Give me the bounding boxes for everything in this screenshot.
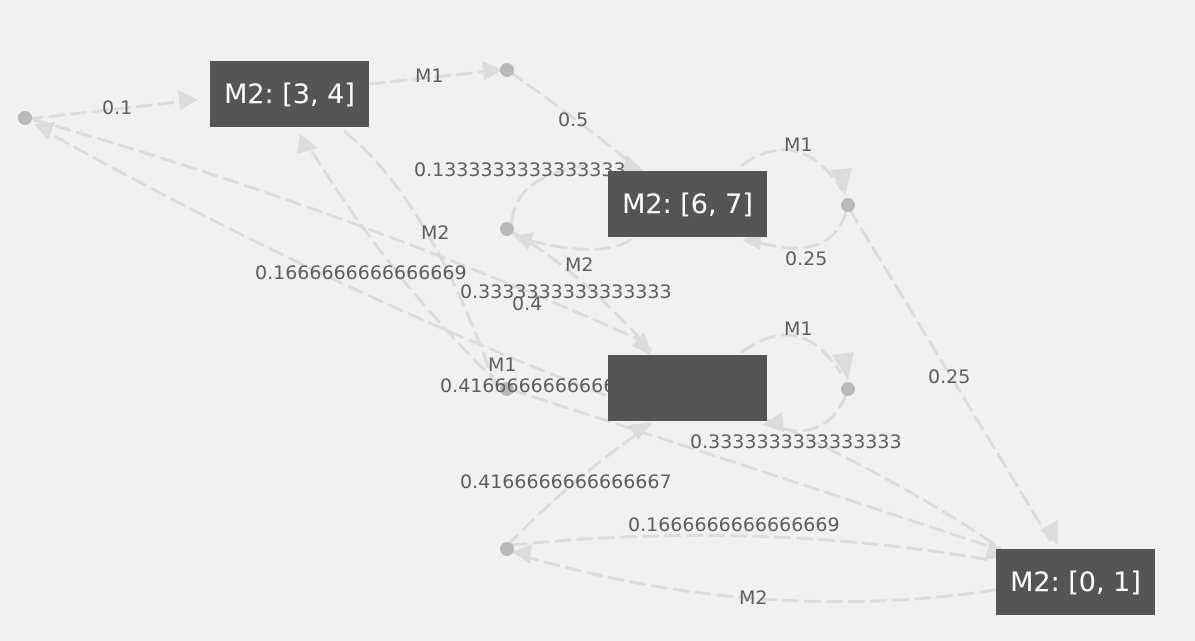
arrowhead — [762, 412, 784, 432]
edge-d-to-m2-0-1 — [510, 388, 1002, 552]
edge-m2-6-7-to-b — [740, 148, 844, 192]
arrowhead — [622, 155, 645, 172]
edge-a-to-m2-6-7 — [508, 70, 642, 172]
arrowhead — [34, 122, 55, 140]
arrowhead — [830, 168, 852, 195]
edge-label: 0.1333333333333333 — [414, 159, 626, 181]
edge-unlabeled-to-e — [740, 333, 842, 374]
arrowhead — [628, 422, 652, 440]
edge-label: M1 — [415, 65, 443, 87]
edge-label: 0.4166666666666667 — [440, 375, 652, 397]
edge-label: M2 — [565, 254, 593, 276]
edge-label: 0.3333333333333333 — [690, 431, 902, 453]
chance-dot-c[interactable] — [500, 222, 514, 236]
edge-b-to-m2-6-7 — [748, 210, 848, 250]
edge-label: M1 — [488, 354, 516, 376]
edge-unlabeled-to-m2-0-1 — [766, 418, 1002, 550]
chance-dot-b[interactable] — [841, 198, 855, 212]
edge-m2-3-4-to-d — [343, 130, 497, 387]
edge-f-to-unlabeled — [506, 423, 652, 547]
start-dot[interactable] — [18, 111, 32, 125]
edge-d-to-m2-3-4 — [303, 138, 502, 387]
edge-label: M2 — [421, 222, 449, 244]
state-node-m2-6-7[interactable]: M2: [6, 7] — [608, 171, 767, 237]
edge-label: 0.1666666666666669 — [628, 514, 840, 536]
edge-label: M1 — [784, 318, 812, 340]
edge-label: 0.4 — [512, 293, 542, 315]
arrowhead — [1040, 520, 1058, 545]
edge-label: 0.3333333333333333 — [460, 281, 672, 303]
chance-dot-d[interactable] — [500, 382, 514, 396]
edge-start-to-unlabeled — [33, 118, 642, 342]
edge-label: 0.1666666666666669 — [255, 262, 467, 284]
arrowhead — [632, 332, 652, 356]
state-node-m2-0-1[interactable]: M2: [0, 1] — [996, 549, 1155, 615]
edge-label: 0.5 — [558, 109, 588, 131]
chance-dot-a[interactable] — [500, 63, 514, 77]
state-node-m2-3-4[interactable]: M2: [3, 4] — [210, 61, 369, 127]
arrowhead — [514, 232, 534, 250]
edge-c-to-m2-6-7 — [510, 163, 592, 224]
edge-label: M1 — [784, 134, 812, 156]
edge-unlabeled-to-start — [38, 126, 607, 397]
arrowhead — [178, 90, 198, 110]
edge-start-to-m2-3-4 — [26, 98, 197, 121]
edge-label: 0.4166666666666667 — [460, 471, 672, 493]
edge-label: M2 — [739, 587, 767, 609]
edge-f-to-m2-0-1 — [510, 533, 992, 562]
arrowhead — [482, 61, 503, 80]
arrowhead — [832, 352, 854, 380]
edge-b-to-m2-0-1 — [848, 208, 1052, 542]
edge-m2-0-1-to-f — [518, 553, 997, 604]
edge-c-to-unlabeled — [510, 230, 652, 352]
edge-m2-3-4-to-a — [368, 68, 502, 86]
edge-label: 0.25 — [785, 248, 827, 270]
chance-dot-e[interactable] — [841, 382, 855, 396]
edge-m2-6-7-to-c — [518, 236, 632, 252]
arrowhead — [297, 134, 318, 154]
edge-label: 0.25 — [928, 366, 970, 388]
arrowhead — [512, 544, 532, 564]
edge-label: 0.1 — [102, 97, 132, 119]
state-node-unlabeled[interactable] — [608, 355, 767, 421]
chance-dot-f[interactable] — [500, 542, 514, 556]
